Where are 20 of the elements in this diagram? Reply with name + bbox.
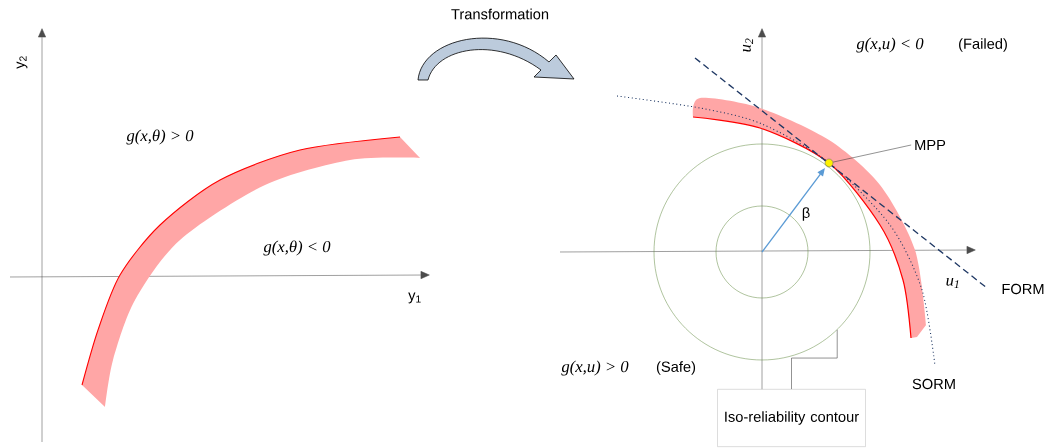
contour-circle xyxy=(653,143,871,361)
arrow-label: Transformation xyxy=(451,8,549,20)
region-label: g(x,θ) > 0 xyxy=(126,129,194,145)
axis-label: y$_{2}$ xyxy=(16,56,28,69)
region-label: (Safe) xyxy=(656,361,696,375)
region-label: g(x,θ) < 0 xyxy=(263,240,331,256)
region-label: g(x,u) < 0 xyxy=(856,37,924,53)
axis-label: u$_{1}$ xyxy=(946,277,959,288)
region-label: (Failed) xyxy=(959,38,1007,52)
point-label: MPP xyxy=(915,139,946,151)
leader-line xyxy=(791,329,838,390)
mpp-point xyxy=(824,158,834,168)
method-label: SORM xyxy=(912,378,955,390)
region-label: g(x,u) > 0 xyxy=(561,360,629,376)
beta-label: β xyxy=(802,207,810,221)
method-label: FORM xyxy=(1002,283,1044,295)
text-box: Iso-reliability contour xyxy=(717,389,866,447)
axis-label: u$_{2}$ xyxy=(743,38,754,52)
axis-label: y$_{1}$ xyxy=(408,292,421,304)
leader-line xyxy=(832,144,912,163)
